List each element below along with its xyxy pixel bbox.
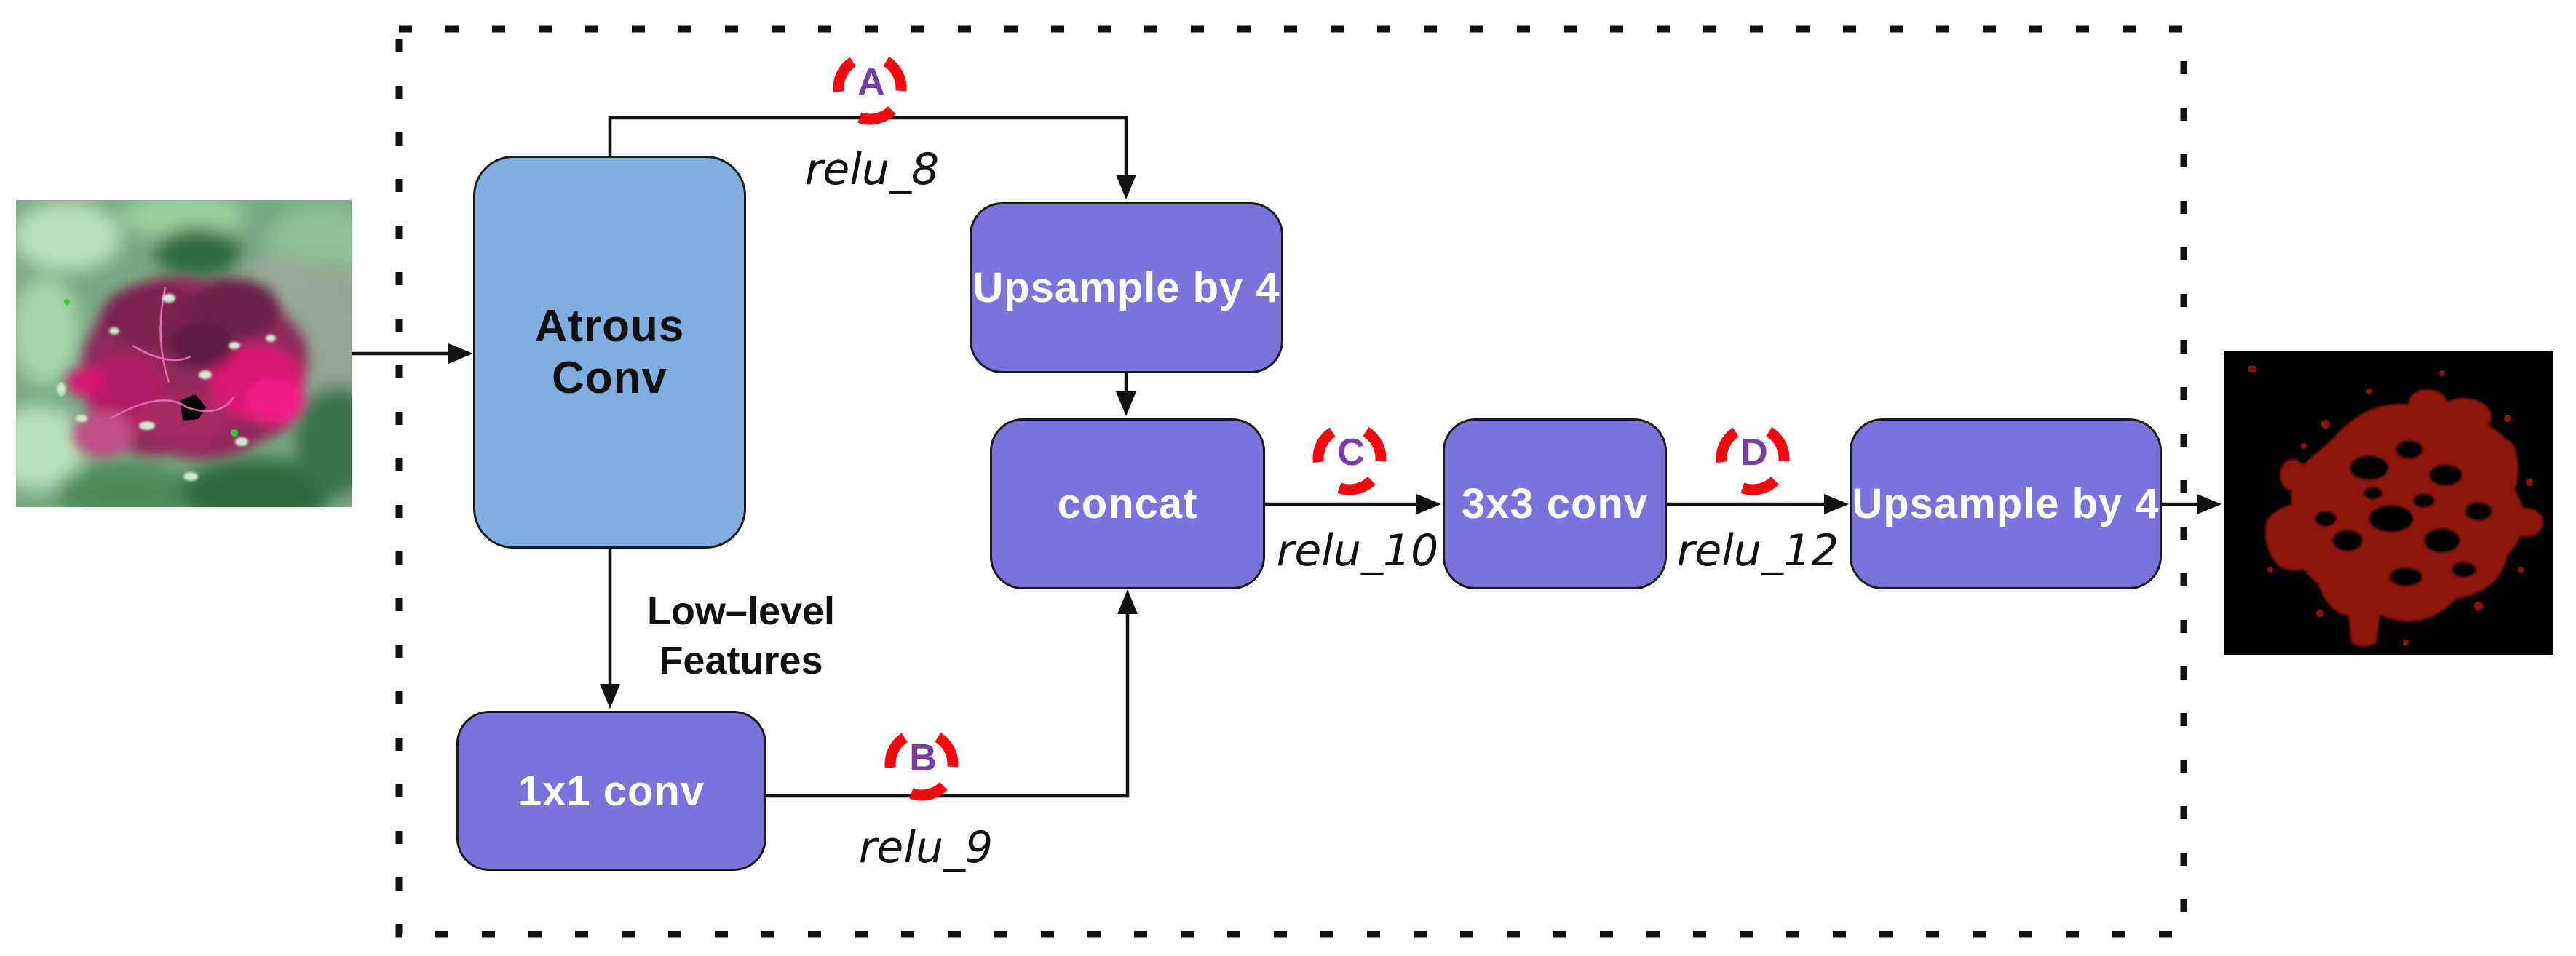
node-1x1-conv-label: 1x1 conv xyxy=(518,767,705,815)
node-1x1-conv: 1x1 conv xyxy=(456,711,766,871)
marker-letter-d: D xyxy=(1740,431,1768,474)
marker-letter-a: A xyxy=(857,61,885,103)
input-black-patch xyxy=(180,394,206,421)
input-satellite-image xyxy=(16,200,352,507)
marker-circle-d xyxy=(1716,421,1790,495)
node-upsample-right-label: Upsample by 4 xyxy=(1852,480,2160,527)
edge-label-relu-10: relu_10 xyxy=(1276,525,1439,576)
node-upsample-by-4-right: Upsample by 4 xyxy=(1850,418,2162,589)
edge-1x1conv-to-concat-relu9 xyxy=(766,613,1130,798)
node-atrous-conv-label: Atrous Conv xyxy=(534,301,685,403)
node-3x3-conv: 3x3 conv xyxy=(1443,418,1667,589)
marker-circle-b xyxy=(884,727,959,801)
node-3x3-conv-label: 3x3 conv xyxy=(1461,480,1649,527)
arrowheads xyxy=(448,175,2222,709)
node-concat: concat xyxy=(990,418,1265,589)
marker-letter-c: C xyxy=(1337,431,1365,474)
output-segmentation-image xyxy=(2224,351,2553,655)
edge-label-relu-9: relu_9 xyxy=(858,822,994,873)
dashed-boundary xyxy=(395,25,2187,938)
node-upsample-top-label: Upsample by 4 xyxy=(972,264,1280,311)
annotation-low-level-line2: Features xyxy=(659,639,823,682)
marker-letter-b: B xyxy=(909,737,937,779)
node-upsample-by-4-top: Upsample by 4 xyxy=(970,202,1283,373)
edge-label-relu-12: relu_12 xyxy=(1676,525,1839,576)
node-atrous-conv: Atrous Conv xyxy=(473,156,746,549)
edge-label-relu-8: relu_8 xyxy=(804,144,940,195)
node-concat-label: concat xyxy=(1057,480,1198,527)
annotation-low-level-features: Low–level Features xyxy=(581,586,901,685)
annotation-low-level-line1: Low–level xyxy=(646,589,836,633)
